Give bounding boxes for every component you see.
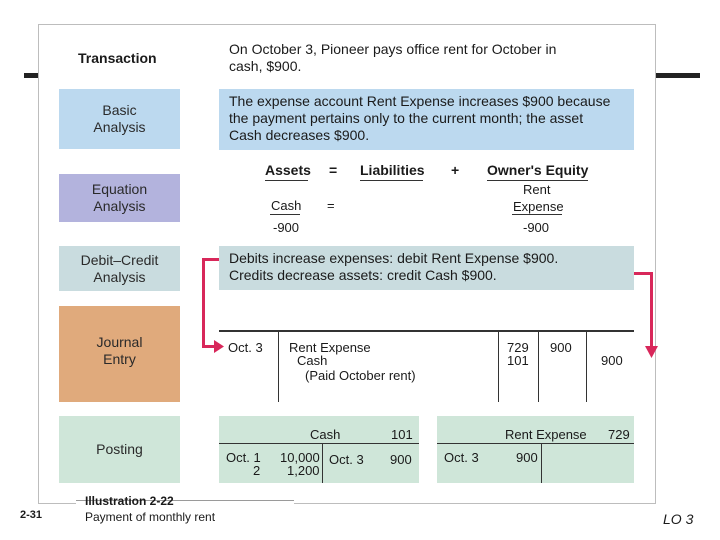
cash-t-stem [322,443,323,483]
eq-assets-underline [265,180,308,181]
posting-label: Posting [59,416,180,483]
dc-label-line-1: Debit–Credit [80,251,159,268]
journal-account-1: Rent Expense [289,340,371,355]
right-arrowhead-icon [645,346,658,358]
basic-analysis-box: The expense account Rent Expense increas… [219,89,634,150]
rent-account-number: 729 [608,427,630,442]
basic-line-2: the payment pertains only to the current… [229,110,584,126]
journal-col-divider-3 [538,332,539,402]
journal-memo: (Paid October rent) [305,368,416,383]
rent-t-account [437,416,634,483]
journal-top-rule [219,330,634,332]
journal-ref-2: 101 [507,353,529,368]
eq-equals: = [329,162,338,178]
eq-cash-underline [270,214,300,215]
dc-label-line-2: Analysis [93,268,146,285]
cash-dr-amount-2: 1,200 [287,463,320,478]
eq-cash-value: -900 [273,220,300,235]
equation-label-line-2: Analysis [93,198,146,214]
cash-dr-date-1: Oct. 1 [226,450,261,465]
journal-credit: 900 [601,353,623,368]
cash-dr-amount-1: 10,000 [280,450,320,465]
basic-line-3: Cash decreases $900. [229,127,370,143]
slide-number: 2-31 [20,509,43,521]
eq-cash: Cash [271,198,302,213]
eq-rent-line-1: Rent [523,182,551,197]
journal-label-line-1: Journal [96,334,143,350]
right-arrow-top [634,272,653,275]
journal-label-line-2: Entry [103,351,136,367]
cash-cr-date: Oct. 3 [329,452,364,467]
dc-line-2: Credits decrease assets: credit Cash $90… [229,267,497,283]
cash-t-rule [219,443,419,444]
basic-label-line-1: Basic [102,102,137,118]
eq-equity-underline [487,180,588,181]
eq-equals-2: = [327,198,335,213]
left-arrow-vertical [202,258,205,348]
posting-label-text: Posting [96,441,143,457]
eq-plus: + [451,162,460,178]
rent-t-rule [437,443,634,444]
cash-cr-amount: 900 [390,452,412,467]
journal-col-divider-4 [586,332,587,402]
journal-debit: 900 [550,340,572,355]
journal-ref-1: 729 [507,340,529,355]
cash-account-title: Cash [310,427,341,442]
journal-col-divider-2 [498,332,499,402]
caption-rule [76,500,294,501]
cash-t-account [219,416,419,483]
transaction-text: On October 3, Pioneer pays office rent f… [229,41,629,75]
eq-equity-header: Owner's Equity [487,162,589,178]
basic-line-1: The expense account Rent Expense increas… [229,93,611,109]
eq-liabilities-header: Liabilities [360,162,425,178]
transaction-label: Transaction [78,50,157,66]
left-arrowhead-icon [214,340,224,353]
caption-subtitle: Payment of monthly rent [85,510,216,524]
eq-assets-header: Assets [265,162,311,178]
transaction-line-1: On October 3, Pioneer pays office rent f… [229,41,557,57]
left-arrow-top [202,258,219,261]
rent-t-stem [541,443,542,483]
eq-rent-underline [512,214,562,215]
eq-rent-line-2: Expense [513,199,564,214]
rent-dr-amount: 900 [516,450,538,465]
journal-col-divider-1 [278,332,279,402]
eq-rent-value: -900 [523,220,550,235]
left-arrow-bottom [202,345,216,348]
rent-dr-date: Oct. 3 [444,450,479,465]
right-arrow-vertical [650,272,653,348]
transaction-line-2: cash, $900. [229,58,302,74]
eq-liabilities-underline [360,180,423,181]
journal-date: Oct. 3 [228,340,263,355]
learning-objective: LO 3 [663,511,694,527]
caption-title: Illustration 2-22 [85,494,174,508]
dc-line-1: Debits increase expenses: debit Rent Exp… [229,250,559,266]
caption-backing [76,495,294,535]
rent-account-title: Rent Expense [505,427,587,442]
cash-account-number: 101 [391,427,413,442]
basic-label-line-2: Analysis [93,119,146,135]
debit-credit-box: Debits increase expenses: debit Rent Exp… [219,246,634,290]
equation-label-line-1: Equation [91,181,148,197]
cash-dr-date-2: 2 [253,463,261,478]
right-header-bar [636,73,700,78]
journal-account-2: Cash [297,353,328,368]
